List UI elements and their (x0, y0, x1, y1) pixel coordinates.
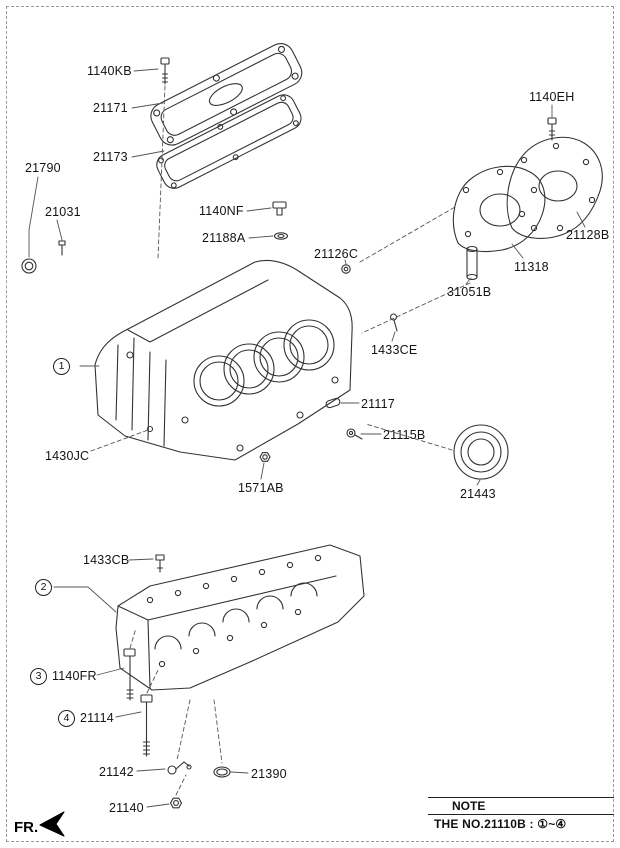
bolt-1140eh-art (547, 117, 557, 141)
part-label-1140EH: 1140EH (529, 90, 575, 104)
plug-1140nf-art (272, 201, 287, 216)
callout-2-number: 2 (40, 581, 47, 593)
note-title: NOTE (428, 797, 614, 815)
oil-jet-21115b-art (346, 428, 363, 440)
part-label-21117: 21117 (361, 397, 395, 411)
callout-1-number: 1 (58, 360, 65, 372)
part-label-21115B: 21115B (383, 428, 426, 442)
part-label-31051B: 31051B (447, 285, 492, 299)
bolt-21114-art (140, 694, 153, 757)
callout-4-number: 4 (63, 712, 70, 724)
part-label-21031: 21031 (45, 205, 81, 219)
ladder-frame-art (115, 544, 365, 691)
callout-4: 4 (58, 710, 75, 727)
bolt-1140kb-art (160, 57, 170, 85)
part-label-21114: 21114 (80, 711, 114, 725)
part-label-1430JC: 1430JC (45, 449, 90, 463)
part-label-1433CE: 1433CE (371, 343, 418, 357)
callout-2: 2 (35, 579, 52, 596)
part-label-21173: 21173 (93, 150, 128, 164)
part-label-21390: 21390 (251, 767, 287, 781)
fr-arrow-icon (39, 811, 65, 837)
callout-3-number: 3 (35, 670, 42, 682)
part-label-11318: 11318 (514, 260, 549, 274)
oil-squirter-21142-art (167, 761, 192, 775)
part-label-21188A: 21188A (202, 231, 246, 245)
valley-cover-art (150, 43, 303, 146)
stud-1430jc-art (146, 425, 154, 433)
part-label-1571AB: 1571AB (238, 481, 284, 495)
plug-1571ab-art (259, 452, 271, 462)
timing-cover-art (506, 136, 603, 239)
part-label-21142: 21142 (99, 765, 134, 779)
part-label-1140NF: 1140NF (199, 204, 244, 218)
washer-21188a-art (273, 232, 289, 240)
fr-label: FR. (14, 819, 39, 836)
part-label-1433CB: 1433CB (83, 553, 130, 567)
bolt-21031-art (58, 240, 66, 256)
cap-21126c-art (341, 264, 351, 274)
plug-21140-art (169, 797, 183, 809)
valley-cover-gasket-art (156, 94, 302, 189)
note-box: NOTE THE NO.21110B : ①~④ (428, 797, 614, 831)
callout-3: 3 (30, 668, 47, 685)
part-label-21790: 21790 (25, 161, 61, 175)
cylinder-block-art (94, 259, 353, 461)
bolt-1433ce-art (389, 313, 398, 332)
timing-gasket-art (452, 165, 546, 253)
part-label-21126C: 21126C (314, 247, 359, 261)
note-body: THE NO.21110B : ①~④ (434, 817, 567, 831)
part-label-1140KB: 1140KB (87, 64, 132, 78)
bolt-1433cb-art (155, 554, 165, 573)
oring-21390-art (213, 766, 231, 778)
part-label-21171: 21171 (93, 101, 128, 115)
leader-lines (28, 68, 586, 808)
callout-1: 1 (53, 358, 70, 375)
dowel-21117-art (325, 397, 341, 409)
part-label-1140FR: 1140FR (52, 669, 97, 683)
part-label-21128B: 21128B (566, 228, 610, 242)
part-label-21140: 21140 (109, 801, 144, 815)
rear-oil-seal-art (453, 424, 509, 480)
bolt-1140fr-art (123, 648, 136, 701)
seal-21790-art (21, 258, 37, 274)
part-label-21443: 21443 (460, 487, 496, 501)
stud-31051b-art (466, 245, 478, 281)
